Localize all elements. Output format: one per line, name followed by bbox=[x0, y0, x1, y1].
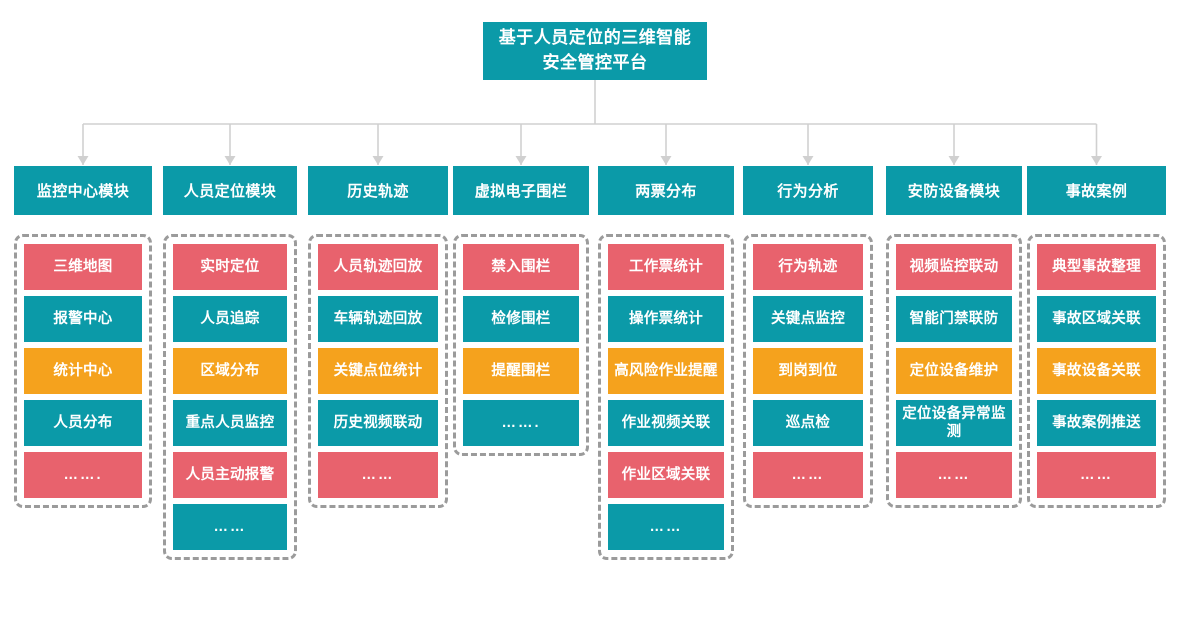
module-header-5[interactable]: 两票分布 bbox=[598, 166, 734, 215]
module-item[interactable]: 人员分布 bbox=[24, 400, 142, 446]
module-header-8[interactable]: 事故案例 bbox=[1027, 166, 1166, 215]
module-column: 行为分析行为轨迹关键点监控到岗到位巡点检 …… bbox=[743, 166, 873, 508]
module-item-more[interactable]: …… bbox=[1037, 452, 1156, 498]
module-item[interactable]: 智能门禁联防 bbox=[896, 296, 1012, 342]
module-group-box: 禁入围栏检修围栏提醒围栏 ……. bbox=[453, 234, 589, 456]
module-item-more[interactable]: ……. bbox=[463, 400, 579, 446]
module-item-more[interactable]: …… bbox=[753, 452, 863, 498]
module-item[interactable]: 巡点检 bbox=[753, 400, 863, 446]
module-item[interactable]: 禁入围栏 bbox=[463, 244, 579, 290]
module-column: 人员定位模块实时定位人员追踪区域分布重点人员监控人员主动报警 …… bbox=[163, 166, 297, 560]
module-header-7[interactable]: 安防设备模块 bbox=[886, 166, 1022, 215]
module-item[interactable]: 到岗到位 bbox=[753, 348, 863, 394]
module-item[interactable]: 关键点监控 bbox=[753, 296, 863, 342]
module-item[interactable]: 人员轨迹回放 bbox=[318, 244, 438, 290]
module-item-more[interactable]: …… bbox=[318, 452, 438, 498]
module-item[interactable]: 行为轨迹 bbox=[753, 244, 863, 290]
module-item[interactable]: 人员主动报警 bbox=[173, 452, 287, 498]
module-group-box: 实时定位人员追踪区域分布重点人员监控人员主动报警 …… bbox=[163, 234, 297, 560]
module-item[interactable]: 作业区域关联 bbox=[608, 452, 724, 498]
module-item[interactable]: 报警中心 bbox=[24, 296, 142, 342]
module-header-3[interactable]: 历史轨迹 bbox=[308, 166, 448, 215]
module-item[interactable]: 统计中心 bbox=[24, 348, 142, 394]
module-item[interactable]: 车辆轨迹回放 bbox=[318, 296, 438, 342]
module-header-2[interactable]: 人员定位模块 bbox=[163, 166, 297, 215]
module-group-box: 典型事故整理事故区域关联事故设备关联事故案例推送 …… bbox=[1027, 234, 1166, 508]
module-group-box: 行为轨迹关键点监控到岗到位巡点检 …… bbox=[743, 234, 873, 508]
module-item[interactable]: 定位设备维护 bbox=[896, 348, 1012, 394]
module-item[interactable]: 历史视频联动 bbox=[318, 400, 438, 446]
module-column: 两票分布工作票统计操作票统计高风险作业提醒作业视频关联作业区域关联 …… bbox=[598, 166, 734, 560]
module-item[interactable]: 作业视频关联 bbox=[608, 400, 724, 446]
module-header-6[interactable]: 行为分析 bbox=[743, 166, 873, 215]
module-group-box: 视频监控联动智能门禁联防定位设备维护定位设备异常监测 …… bbox=[886, 234, 1022, 508]
module-item[interactable]: 典型事故整理 bbox=[1037, 244, 1156, 290]
module-item-more[interactable]: …… bbox=[173, 504, 287, 550]
module-item[interactable]: 重点人员监控 bbox=[173, 400, 287, 446]
module-column: 虚拟电子围栏禁入围栏检修围栏提醒围栏 ……. bbox=[453, 166, 589, 456]
platform-title-box: 基于人员定位的三维智能安全管控平台 bbox=[483, 22, 707, 80]
module-item[interactable]: 关键点位统计 bbox=[318, 348, 438, 394]
module-item[interactable]: 操作票统计 bbox=[608, 296, 724, 342]
module-item[interactable]: 提醒围栏 bbox=[463, 348, 579, 394]
module-item[interactable]: 事故区域关联 bbox=[1037, 296, 1156, 342]
module-item[interactable]: 高风险作业提醒 bbox=[608, 348, 724, 394]
module-column: 监控中心模块三维地图报警中心统计中心人员分布 ……. bbox=[14, 166, 152, 508]
module-item-more[interactable]: …… bbox=[896, 452, 1012, 498]
module-column: 历史轨迹人员轨迹回放车辆轨迹回放关键点位统计历史视频联动 …… bbox=[308, 166, 448, 508]
module-item[interactable]: 事故案例推送 bbox=[1037, 400, 1156, 446]
module-item[interactable]: 事故设备关联 bbox=[1037, 348, 1156, 394]
module-item[interactable]: 实时定位 bbox=[173, 244, 287, 290]
module-header-1[interactable]: 监控中心模块 bbox=[14, 166, 152, 215]
module-item[interactable]: 工作票统计 bbox=[608, 244, 724, 290]
module-group-box: 三维地图报警中心统计中心人员分布 ……. bbox=[14, 234, 152, 508]
module-item[interactable]: 三维地图 bbox=[24, 244, 142, 290]
module-item[interactable]: 定位设备异常监测 bbox=[896, 400, 1012, 446]
module-column: 事故案例典型事故整理事故区域关联事故设备关联事故案例推送 …… bbox=[1027, 166, 1166, 508]
module-item[interactable]: 视频监控联动 bbox=[896, 244, 1012, 290]
module-header-4[interactable]: 虚拟电子围栏 bbox=[453, 166, 589, 215]
module-item[interactable]: 检修围栏 bbox=[463, 296, 579, 342]
module-item[interactable]: 人员追踪 bbox=[173, 296, 287, 342]
platform-title-text: 基于人员定位的三维智能安全管控平台 bbox=[498, 28, 692, 72]
module-item-more[interactable]: ……. bbox=[24, 452, 142, 498]
module-group-box: 人员轨迹回放车辆轨迹回放关键点位统计历史视频联动 …… bbox=[308, 234, 448, 508]
module-item-more[interactable]: …… bbox=[608, 504, 724, 550]
module-group-box: 工作票统计操作票统计高风险作业提醒作业视频关联作业区域关联 …… bbox=[598, 234, 734, 560]
module-column: 安防设备模块视频监控联动智能门禁联防定位设备维护定位设备异常监测 …… bbox=[886, 166, 1022, 508]
module-item[interactable]: 区域分布 bbox=[173, 348, 287, 394]
